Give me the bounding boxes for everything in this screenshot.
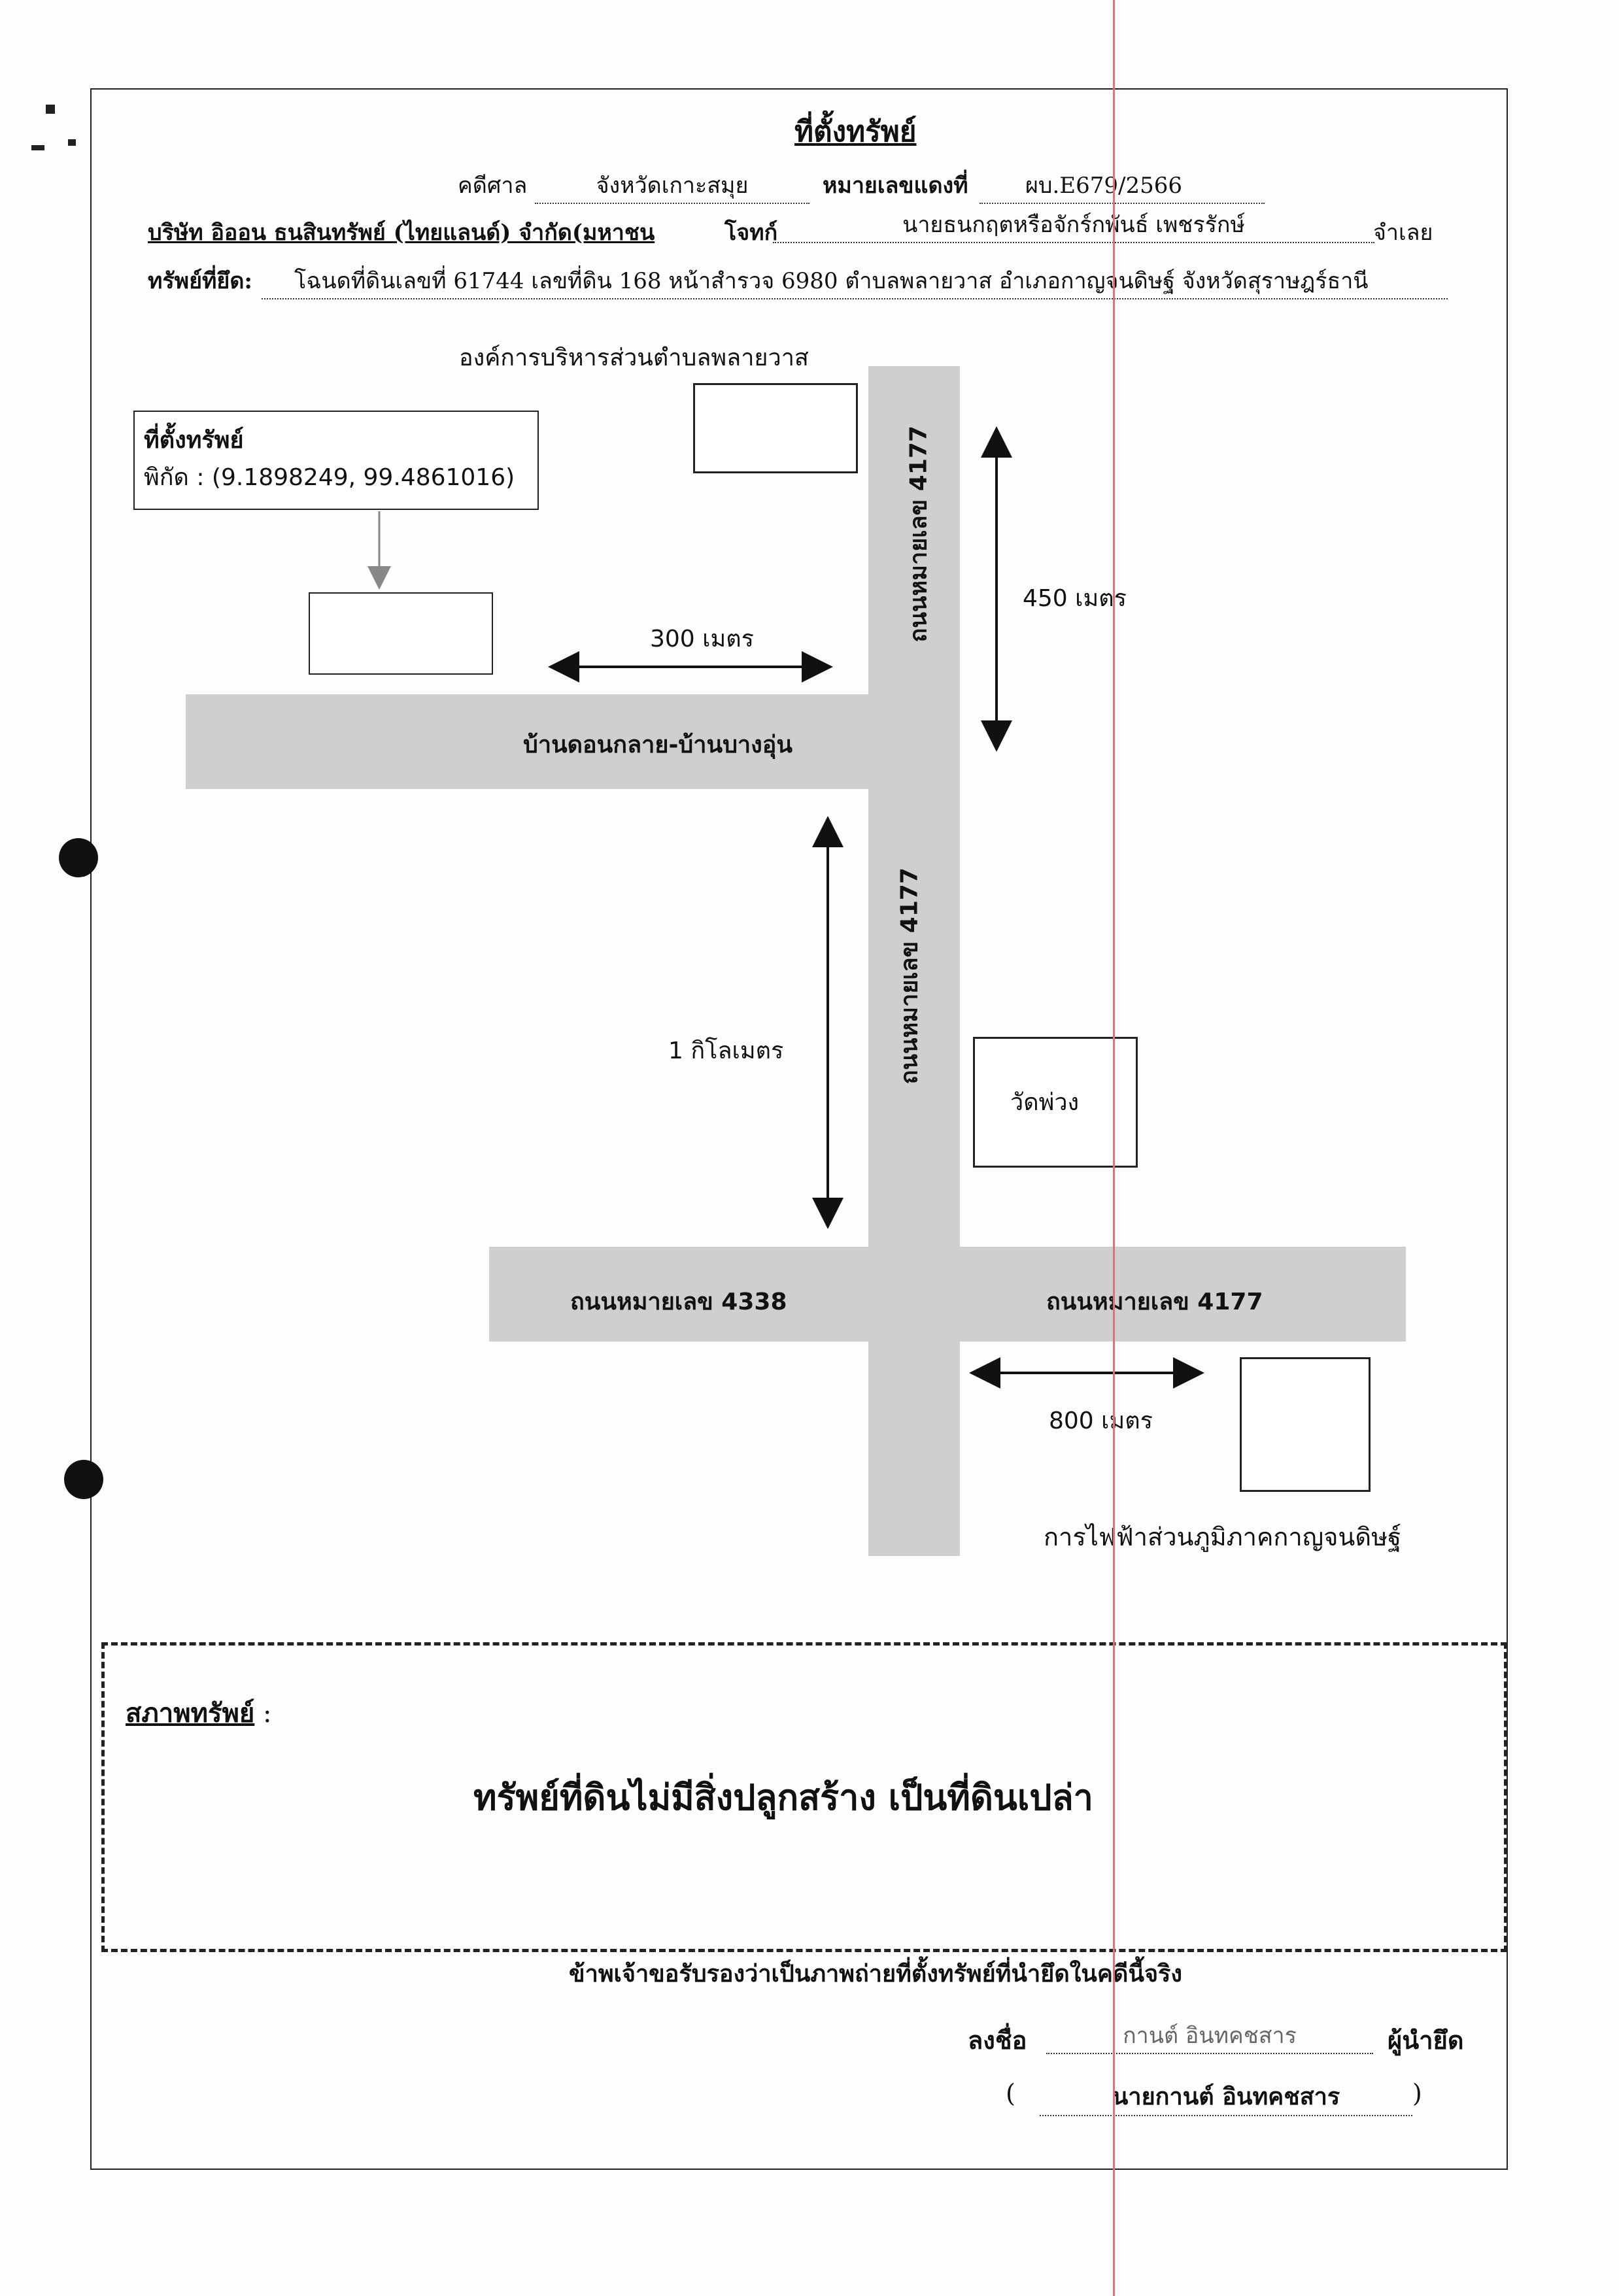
- sign-label: ลงชื่อ: [968, 2025, 1027, 2055]
- page-title: ที่ตั้งทรัพย์: [794, 115, 917, 148]
- org-building-box: [693, 383, 858, 473]
- red-no-value: ผบ.E679/2566: [980, 167, 1265, 204]
- pea-box: [1240, 1357, 1371, 1492]
- org-label: องค์การบริหารส่วนตำบลพลายวาส: [459, 345, 809, 371]
- property-value: โฉนดที่ดินเลขที่ 61744 เลขที่ดิน 168 หน้…: [262, 263, 1448, 299]
- pea-label: การไฟฟ้าส่วนภูมิภาคกาญจนดิษฐ์: [1044, 1523, 1402, 1551]
- open-paren: (: [1006, 2079, 1015, 2108]
- distance-450m: 450 เมตร: [1023, 585, 1127, 612]
- scan-speck: [68, 139, 76, 146]
- road-label-main: บ้านดอนกลาย-บ้านบางอุ่น: [523, 732, 792, 758]
- scan-speck: [46, 105, 55, 114]
- temple-label: วัดพ่วง: [1010, 1089, 1080, 1116]
- property-plot-box: [309, 592, 493, 675]
- defendant-name: นายธนกฤตหรือจักร์กพันธ์ เพชรรักษ์: [773, 207, 1374, 243]
- certify-statement: ข้าพเจ้าขอรับรองว่าเป็นภาพถ่ายที่ตั้งทรั…: [569, 1960, 1182, 1987]
- printed-name: นายกานต์ อินทคชสาร: [1040, 2078, 1412, 2116]
- role-label: ผู้นำยึด: [1388, 2025, 1464, 2055]
- distance-800m: 800 เมตร: [1049, 1408, 1153, 1434]
- location-coords: พิกัด : (9.1898249, 99.4861016): [144, 464, 515, 491]
- distance-1km: 1 กิโลเมตร: [668, 1038, 784, 1064]
- plaintiff-name: บริษัท อิออน ธนสินทรัพย์ (ไทยแลนด์) จำกั…: [148, 220, 655, 246]
- condition-colon: :: [262, 1698, 272, 1729]
- case-label: คดีศาล: [458, 173, 528, 199]
- close-paren: ): [1412, 2079, 1422, 2108]
- temple-box: วัดพ่วง: [973, 1037, 1138, 1168]
- red-no-text: ผบ.E679/2566: [1025, 173, 1183, 199]
- plaintiff-role: โจทก์: [724, 220, 778, 246]
- margin-line: [1113, 0, 1115, 2296]
- punch-hole: [64, 1460, 103, 1499]
- road-label-4177-right: ถนนหมายเลข 4177: [1046, 1289, 1263, 1315]
- road-4338-horizontal: [489, 1247, 1406, 1342]
- signature: กานต์ อินทคชสาร: [1046, 2017, 1373, 2054]
- court-value: จังหวัดเกาะสมุย: [535, 167, 810, 204]
- road-label-4338: ถนนหมายเลข 4338: [570, 1289, 787, 1315]
- property-label: ทรัพย์ที่ยึด:: [148, 268, 252, 294]
- scan-speck: [31, 145, 44, 150]
- defendant-role: จำเลย: [1373, 220, 1433, 246]
- condition-heading: สภาพทรัพย์ :: [126, 1692, 271, 1734]
- distance-300m: 300 เมตร: [650, 626, 754, 652]
- red-no-label: หมายเลขแดงที่: [823, 173, 968, 199]
- page-frame: [90, 88, 1508, 2170]
- location-title: ที่ตั้งทรัพย์: [144, 427, 244, 454]
- road-main-horizontal: [186, 694, 960, 789]
- punch-hole: [59, 838, 98, 877]
- condition-box: [101, 1642, 1507, 1952]
- condition-label: สภาพทรัพย์: [126, 1698, 255, 1729]
- road-4177-vertical: [868, 366, 960, 1556]
- location-callout: ที่ตั้งทรัพย์ พิกัด : (9.1898249, 99.486…: [133, 411, 539, 510]
- condition-text: ทรัพย์ที่ดินไม่มีสิ่งปลูกสร้าง เป็นที่ดิ…: [473, 1776, 1093, 1818]
